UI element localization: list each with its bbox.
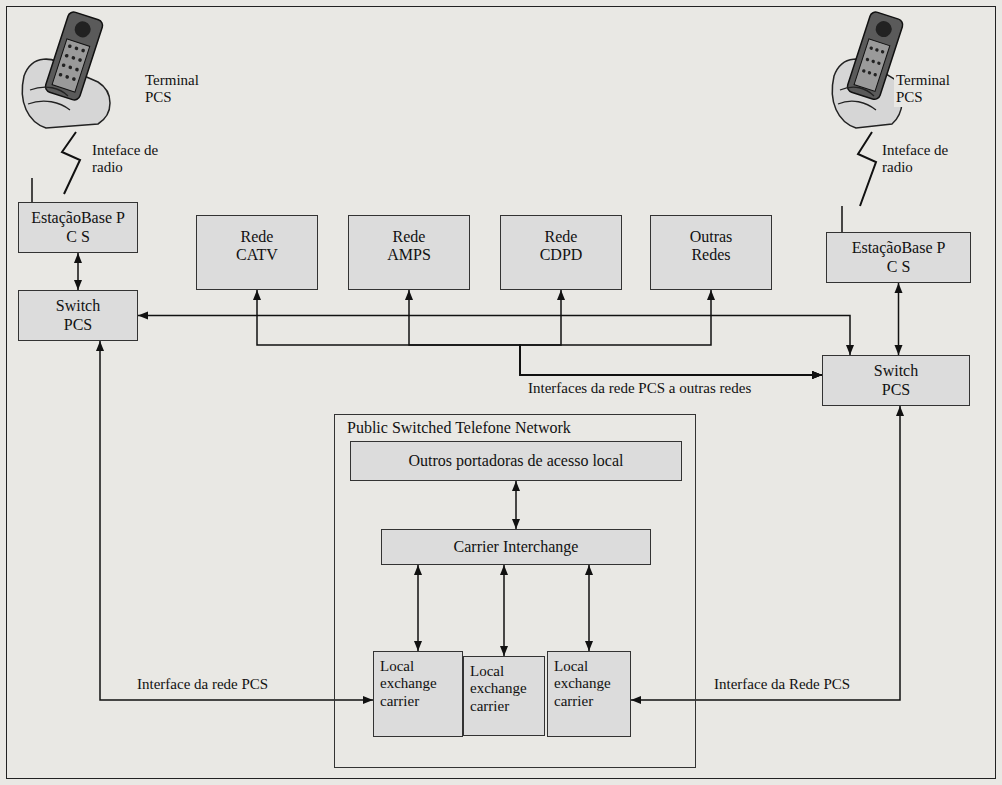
node-label: EstaçãoBase P C S bbox=[26, 209, 130, 246]
edge-label: Interfaces da rede PCS a outras redes bbox=[526, 380, 753, 397]
connector bbox=[100, 341, 373, 700]
connector bbox=[77, 253, 79, 290]
pstn-region: Public Switched Telefone NetworkOutros p… bbox=[334, 414, 696, 768]
annotation: Inteface de radio bbox=[880, 142, 964, 177]
base-station: EstaçãoBase P C S bbox=[826, 232, 971, 283]
edge-label: Interface da rede PCS bbox=[135, 676, 270, 693]
radio-link bbox=[62, 132, 80, 194]
antenna bbox=[31, 178, 33, 202]
connector bbox=[515, 481, 517, 529]
node-label: Carrier Interchange bbox=[454, 538, 579, 556]
connector bbox=[503, 565, 505, 656]
switch-box: Switch PCS bbox=[18, 290, 138, 341]
node-label: Outros portadoras de acesso local bbox=[408, 452, 623, 470]
network-box: Outras Redes bbox=[650, 215, 772, 290]
node-label: Switch PCS bbox=[860, 362, 932, 399]
interchange-box: Carrier Interchange bbox=[381, 529, 651, 565]
connector bbox=[257, 290, 822, 375]
connector bbox=[409, 290, 822, 375]
annotation: Terminal PCS bbox=[894, 72, 962, 107]
connector bbox=[138, 316, 850, 356]
node-label: Rede CDPD bbox=[525, 228, 597, 265]
edge-label: Interface da Rede PCS bbox=[712, 676, 852, 693]
base-station: EstaçãoBase P C S bbox=[18, 202, 138, 253]
exchange-box: Local exchange carrier bbox=[547, 651, 631, 737]
network-box: Rede CDPD bbox=[500, 215, 622, 290]
connector bbox=[898, 283, 900, 355]
node-label: Local exchange carrier bbox=[470, 663, 540, 715]
connector bbox=[520, 290, 822, 375]
node-label: Local exchange carrier bbox=[554, 658, 626, 710]
node-label: EstaçãoBase P C S bbox=[847, 239, 951, 276]
node-label: Outras Redes bbox=[675, 228, 747, 265]
exchange-box: Local exchange carrier bbox=[463, 656, 545, 736]
node-label: Switch PCS bbox=[42, 297, 114, 334]
radio-link bbox=[858, 132, 876, 206]
carrier-box: Outros portadoras de acesso local bbox=[350, 441, 682, 481]
phone-right bbox=[832, 10, 904, 128]
node-label: Rede AMPS bbox=[373, 228, 445, 265]
network-box: Rede CATV bbox=[196, 215, 318, 290]
phone-left bbox=[22, 10, 110, 128]
node-label: Local exchange carrier bbox=[380, 658, 458, 710]
node-label: Rede CATV bbox=[221, 228, 293, 265]
network-box: Rede AMPS bbox=[348, 215, 470, 290]
annotation: Inteface de radio bbox=[90, 142, 174, 177]
switch-box: Switch PCS bbox=[822, 355, 970, 406]
connector bbox=[417, 565, 419, 651]
region-heading: Public Switched Telefone Network bbox=[347, 419, 571, 437]
exchange-box: Local exchange carrier bbox=[373, 651, 463, 737]
connector bbox=[520, 290, 822, 375]
annotation: Terminal PCS bbox=[143, 72, 211, 107]
antenna bbox=[841, 206, 843, 232]
connector bbox=[588, 565, 590, 651]
